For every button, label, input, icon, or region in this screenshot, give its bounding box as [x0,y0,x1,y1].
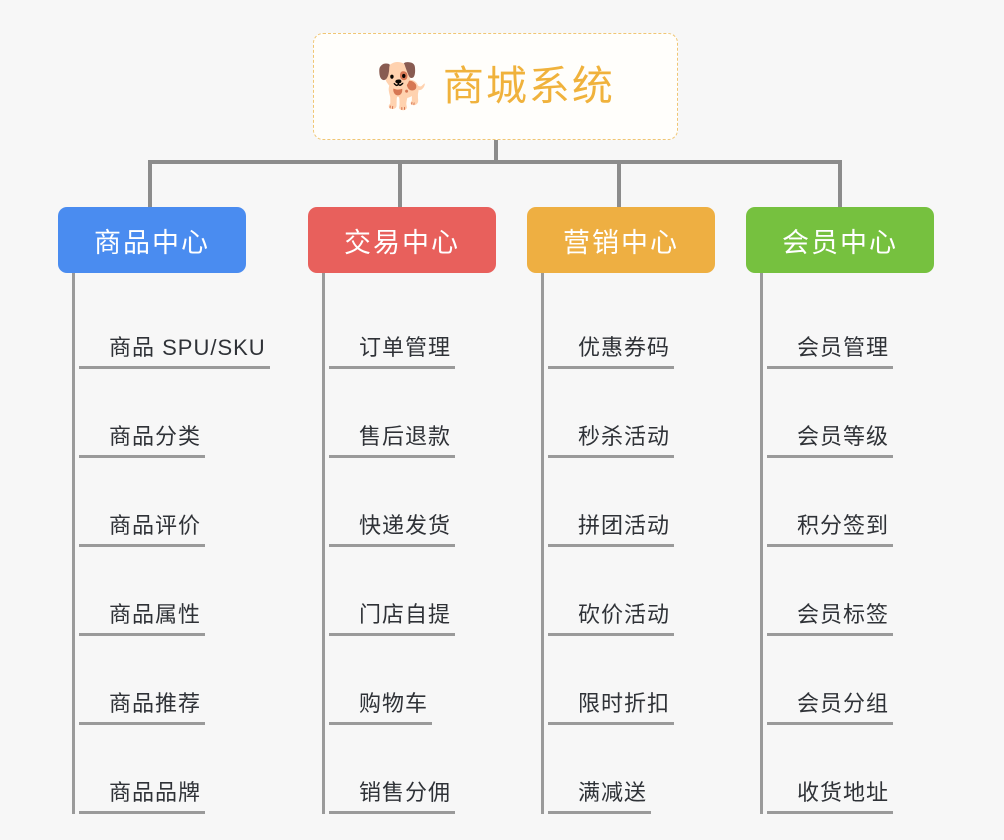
list-item-label: 优惠券码 [548,336,675,369]
list-item-label: 门店自提 [329,603,456,636]
list-item-label: 会员等级 [767,425,894,458]
list-item[interactable]: 限时折扣 [544,636,715,725]
list-item[interactable]: 会员分组 [763,636,934,725]
list-item-label: 限时折扣 [548,692,675,725]
list-item[interactable]: 秒杀活动 [544,369,715,458]
branch-spine-product-center: 商品 SPU/SKU 商品分类商品评价商品属性商品推荐商品品牌 [72,273,270,814]
list-item-label: 商品推荐 [79,692,206,725]
connector-root-stem [494,140,498,162]
list-item-label: 满减送 [548,781,652,814]
root-node[interactable]: 🐕 商城系统 [313,33,678,140]
branch-spine-member-center: 会员管理会员等级积分签到会员标签会员分组收货地址 [760,273,934,814]
list-item-label: 商品评价 [79,514,206,547]
list-item-label: 秒杀活动 [548,425,675,458]
list-item-label: 会员管理 [767,336,894,369]
branch-spine-trade-center: 订单管理售后退款快递发货门店自提购物车销售分佣 [322,273,496,814]
connector-drop-1 [148,160,152,207]
list-item-label: 订单管理 [329,336,456,369]
list-item[interactable]: 购物车 [325,636,496,725]
list-item[interactable]: 积分签到 [763,458,934,547]
branch-spine-marketing-center: 优惠券码秒杀活动拼团活动砍价活动限时折扣满减送 [541,273,715,814]
column-header-product-center[interactable]: 商品中心 [58,207,246,273]
list-item-label: 快递发货 [329,514,456,547]
list-item[interactable]: 门店自提 [325,547,496,636]
connector-bus-left [148,160,496,164]
list-item-label: 积分签到 [767,514,894,547]
column-header-trade-center[interactable]: 交易中心 [308,207,496,273]
list-item[interactable]: 砍价活动 [544,547,715,636]
list-item-label: 销售分佣 [329,781,456,814]
column-header-marketing-center[interactable]: 营销中心 [527,207,715,273]
list-item[interactable]: 会员管理 [763,280,934,369]
list-item[interactable]: 优惠券码 [544,280,715,369]
connector-drop-3 [617,160,621,207]
list-item-label: 商品品牌 [79,781,206,814]
connector-drop-2 [398,160,402,207]
list-item-label: 售后退款 [329,425,456,458]
list-item-label: 会员标签 [767,603,894,636]
list-item[interactable]: 商品评价 [75,458,246,547]
list-item[interactable]: 订单管理 [325,280,496,369]
column-member-center: 会员中心会员管理会员等级积分签到会员标签会员分组收货地址 [746,207,934,814]
list-item[interactable]: 商品品牌 [75,725,246,814]
list-item[interactable]: 拼团活动 [544,458,715,547]
shiba-dog-icon: 🐕 [376,61,431,111]
connector-drop-4 [838,160,842,207]
list-item[interactable]: 商品属性 [75,547,246,636]
list-item[interactable]: 快递发货 [325,458,496,547]
list-item[interactable]: 会员标签 [763,547,934,636]
list-item[interactable]: 会员等级 [763,369,934,458]
column-marketing-center: 营销中心优惠券码秒杀活动拼团活动砍价活动限时折扣满减送 [527,207,715,814]
list-item[interactable]: 商品推荐 [75,636,246,725]
list-item-label: 收货地址 [767,781,894,814]
list-item[interactable]: 售后退款 [325,369,496,458]
list-item-label: 商品 SPU/SKU [79,336,270,369]
list-item[interactable]: 商品 SPU/SKU [75,280,270,369]
list-item[interactable]: 满减送 [544,725,715,814]
list-item-label: 购物车 [329,692,433,725]
list-item-label: 商品分类 [79,425,206,458]
root-title: 商城系统 [442,63,615,109]
column-header-member-center[interactable]: 会员中心 [746,207,934,273]
list-item[interactable]: 商品分类 [75,369,246,458]
column-product-center: 商品中心商品 SPU/SKU 商品分类商品评价商品属性商品推荐商品品牌 [58,207,270,814]
connector-bus-right [494,160,842,164]
column-trade-center: 交易中心订单管理售后退款快递发货门店自提购物车销售分佣 [308,207,496,814]
list-item-label: 会员分组 [767,692,894,725]
list-item-label: 商品属性 [79,603,206,636]
list-item[interactable]: 销售分佣 [325,725,496,814]
list-item-label: 砍价活动 [548,603,675,636]
list-item-label: 拼团活动 [548,514,675,547]
list-item[interactable]: 收货地址 [763,725,934,814]
